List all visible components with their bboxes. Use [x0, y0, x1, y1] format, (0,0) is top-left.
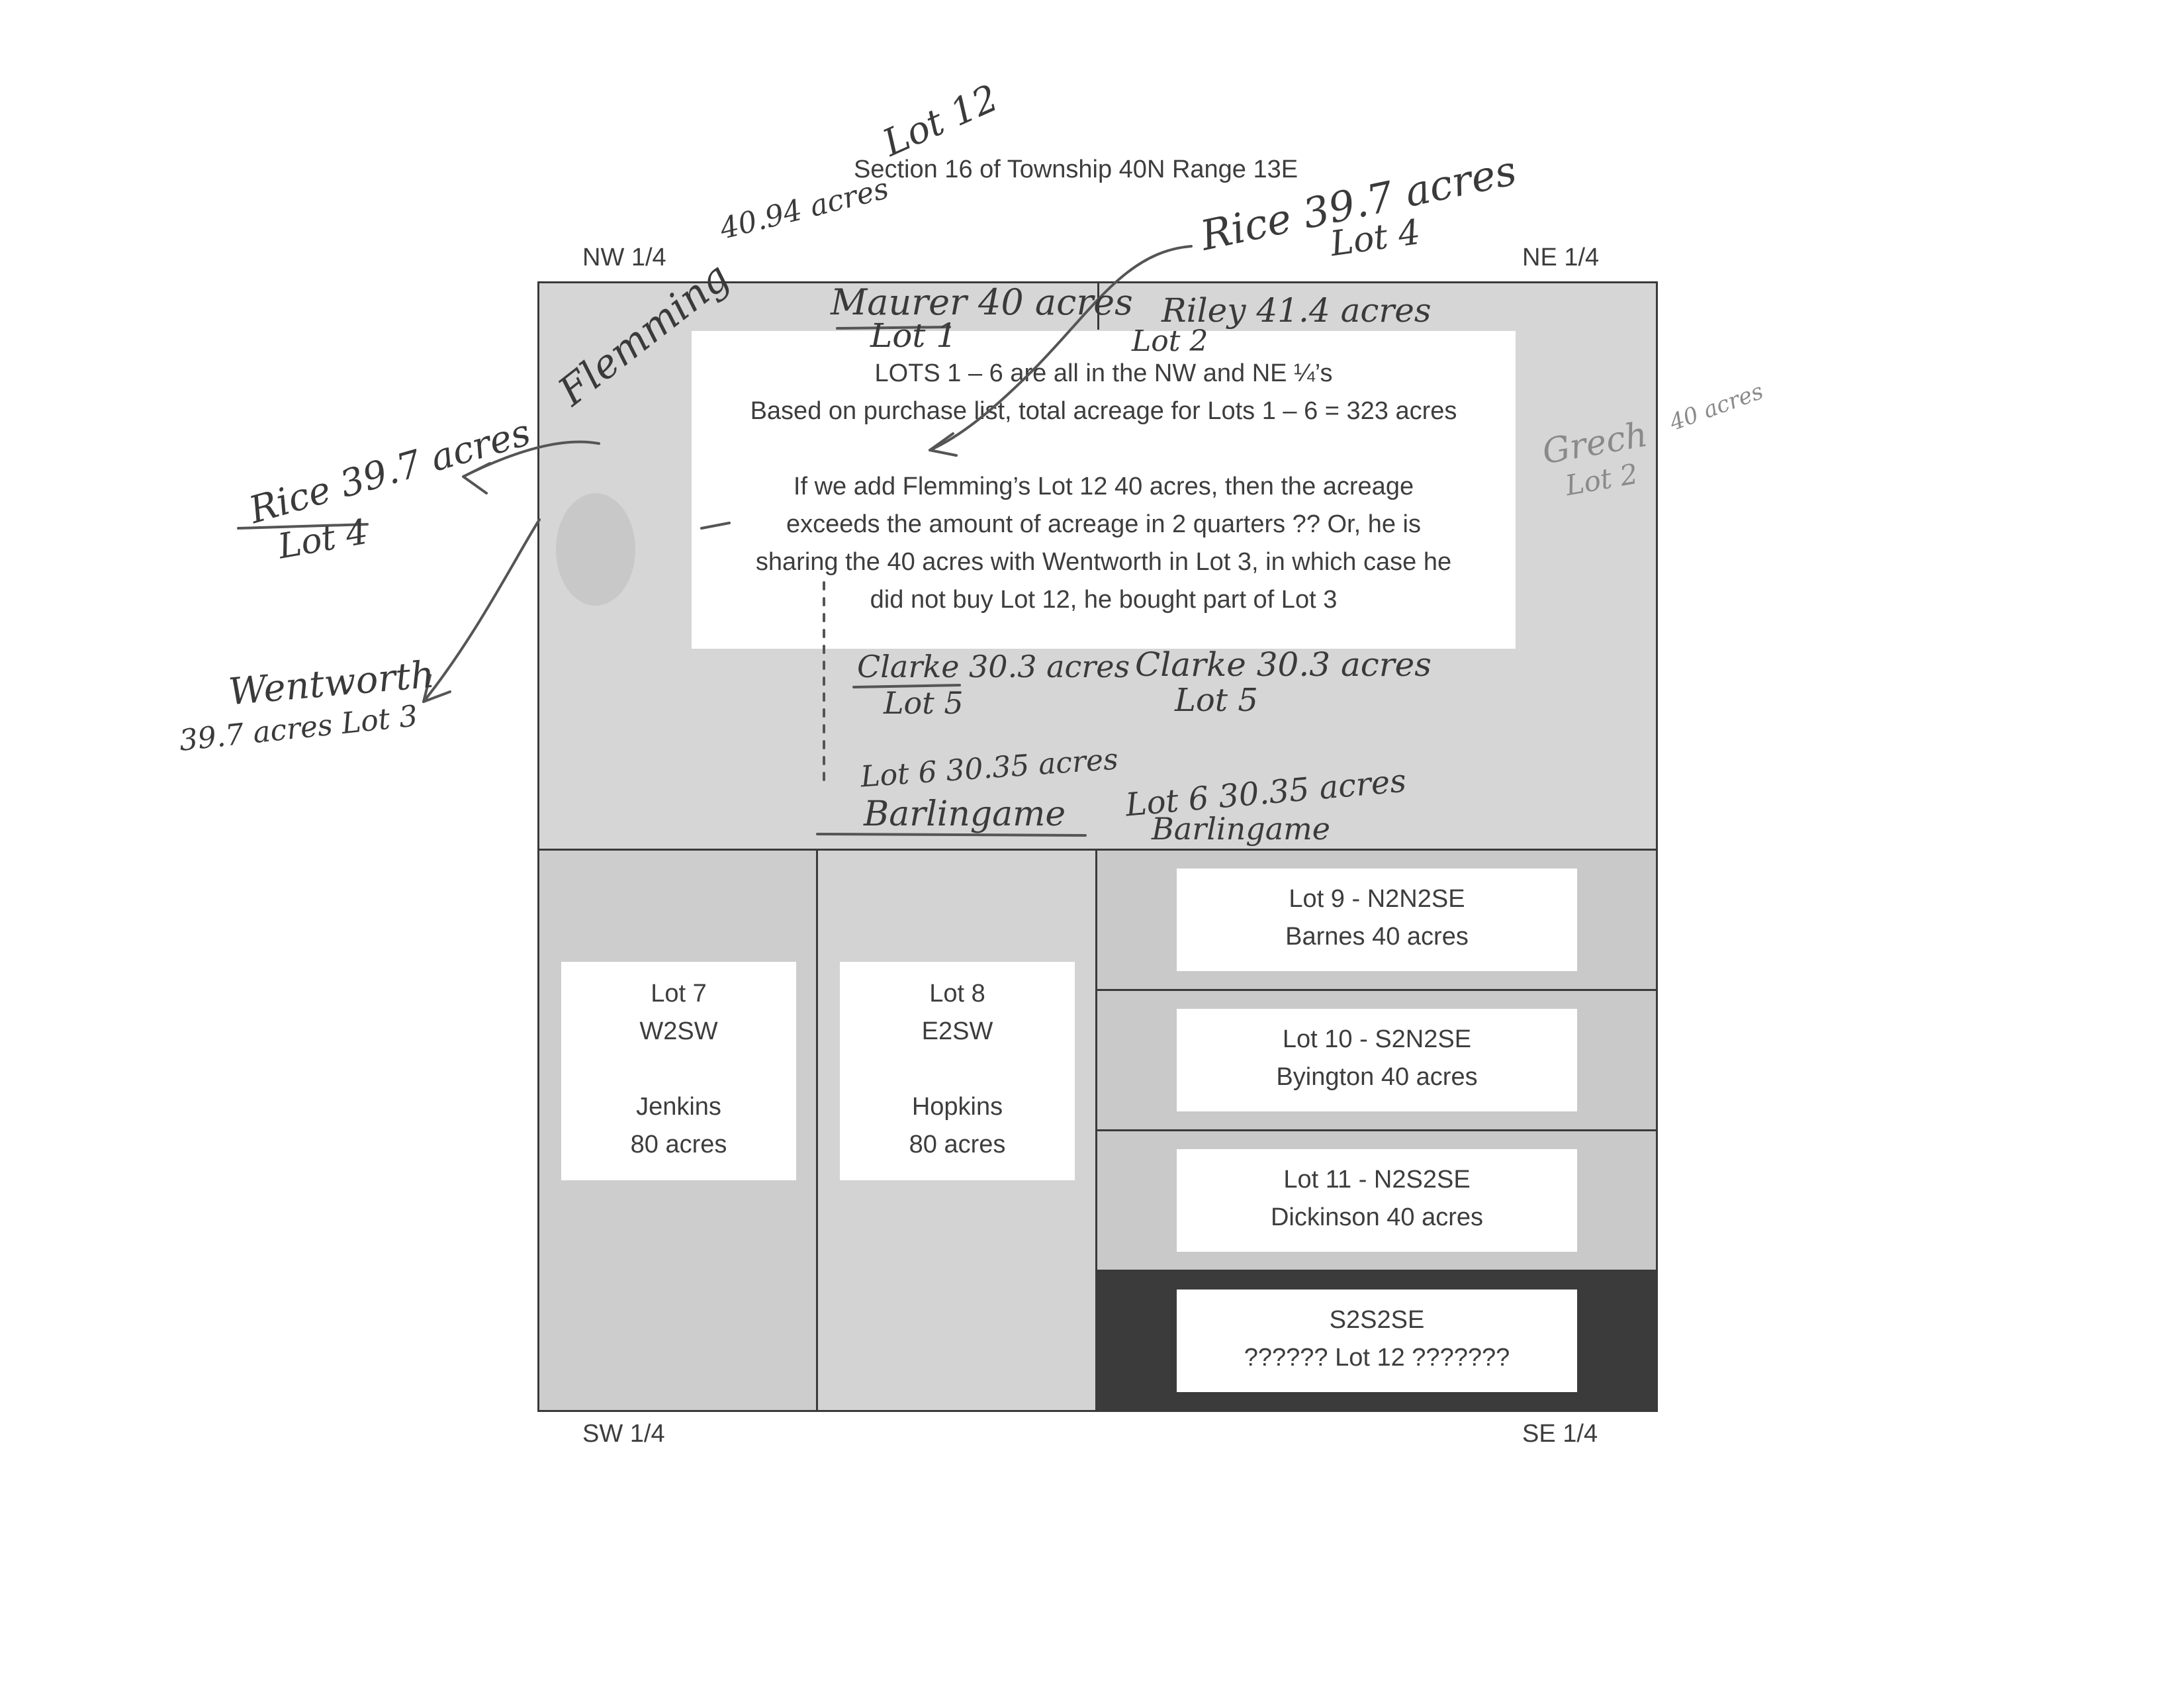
quarter-label-se: SE 1/4	[1522, 1420, 1598, 1448]
lot11-owner: Dickinson 40 acres	[1270, 1203, 1484, 1231]
hw-clarke-left: Clarke 30.3 acres	[857, 649, 1130, 684]
lot9-number: Lot 9 - N2N2SE	[1289, 885, 1465, 913]
se-lot12-strip: S2S2SE ?????? Lot 12 ???????	[1097, 1270, 1656, 1410]
lot9-owner: Barnes 40 acres	[1285, 923, 1469, 951]
lot12-box: S2S2SE ?????? Lot 12 ???????	[1177, 1289, 1577, 1392]
lots-note-box: LOTS 1 – 6 are all in the NW and NE ¼’s …	[692, 331, 1516, 649]
lot7-number: Lot 7	[651, 980, 707, 1008]
lot8-box: Lot 8 E2SW Hopkins 80 acres	[840, 962, 1075, 1180]
lot8-legal: E2SW	[921, 1017, 993, 1045]
note-line-3: If we add Flemming’s Lot 12 40 acres, th…	[793, 473, 1414, 500]
rice-left-arrowhead	[462, 462, 491, 494]
sw-east-half: Lot 8 E2SW Hopkins 80 acres	[818, 849, 1097, 1410]
hw-maurer: Maurer 40 acres	[831, 281, 1133, 323]
quarter-label-nw: NW 1/4	[582, 244, 666, 271]
section-map: Lot 7 W2SW Jenkins 80 acres Lot 8 E2SW H…	[537, 281, 1658, 1412]
note-tick-mark	[700, 522, 731, 530]
barlingame-left-underline	[816, 833, 1087, 837]
lot12-question: ?????? Lot 12 ???????	[1244, 1344, 1510, 1372]
rice-left-underline	[237, 523, 369, 530]
se-lot11-strip: Lot 11 - N2S2SE Dickinson 40 acres	[1097, 1129, 1656, 1270]
note-line-4: exceeds the amount of acreage in 2 quart…	[786, 510, 1422, 538]
hw-barlingame-right: Barlingame	[1152, 811, 1330, 847]
wentworth-arrowhead	[422, 674, 451, 703]
wentworth-arrow-line	[422, 518, 541, 703]
lot7-legal: W2SW	[639, 1017, 718, 1045]
sw-west-half: Lot 7 W2SW Jenkins 80 acres	[539, 849, 818, 1410]
lot12-legal: S2S2SE	[1329, 1306, 1425, 1334]
lot10-box: Lot 10 - S2N2SE Byington 40 acres	[1177, 1009, 1577, 1111]
lot11-number: Lot 11 - N2S2SE	[1283, 1166, 1471, 1194]
smudge-mark	[556, 493, 635, 606]
lot7-owner: Jenkins	[636, 1093, 721, 1121]
hw-clarke-left-lot: Lot 5	[884, 685, 964, 721]
clarke-left-underline	[852, 684, 961, 688]
se-lot10-strip: Lot 10 - S2N2SE Byington 40 acres	[1097, 989, 1656, 1129]
rice-top-arrow-line	[929, 245, 1193, 451]
note-line-2: Based on purchase list, total acreage fo…	[750, 397, 1457, 425]
se-lot9-strip: Lot 9 - N2N2SE Barnes 40 acres	[1097, 849, 1656, 989]
lot8-owner: Hopkins	[911, 1093, 1003, 1121]
hw-lot1: Lot 1	[870, 316, 958, 355]
hw-lot2: Lot 2	[1132, 324, 1208, 358]
rice-top-arrowhead	[929, 432, 958, 457]
maurer-underline	[836, 326, 951, 330]
note-line-5: sharing the 40 acres with Wentworth in L…	[755, 548, 1452, 576]
lot7-acres: 80 acres	[630, 1131, 727, 1158]
lot10-number: Lot 10 - S2N2SE	[1282, 1025, 1472, 1053]
hw-riley: Riley 41.4 acres	[1161, 291, 1432, 330]
quarter-label-sw: SW 1/4	[582, 1420, 665, 1448]
lot8-number: Lot 8	[929, 980, 985, 1008]
hw-barlingame-left: Barlingame	[864, 794, 1066, 834]
lot8-acres: 80 acres	[909, 1131, 1006, 1158]
lot11-box: Lot 11 - N2S2SE Dickinson 40 acres	[1177, 1149, 1577, 1252]
hw-clarke-right: Clarke 30.3 acres	[1135, 645, 1432, 684]
note-line-6: did not buy Lot 12, he bought part of Lo…	[870, 586, 1338, 614]
note-line-1: LOTS 1 – 6 are all in the NW and NE ¼’s	[874, 359, 1333, 387]
lot10-owner: Byington 40 acres	[1276, 1063, 1478, 1091]
lot7-box: Lot 7 W2SW Jenkins 80 acres	[561, 962, 796, 1180]
lot1-lot2-divider	[1097, 283, 1099, 330]
quarter-label-ne: NE 1/4	[1522, 244, 1600, 271]
section-title: Section 16 of Township 40N Range 13E	[854, 156, 1298, 183]
hw-clarke-right-lot: Lot 5	[1175, 682, 1258, 719]
lot9-box: Lot 9 - N2N2SE Barnes 40 acres	[1177, 868, 1577, 971]
